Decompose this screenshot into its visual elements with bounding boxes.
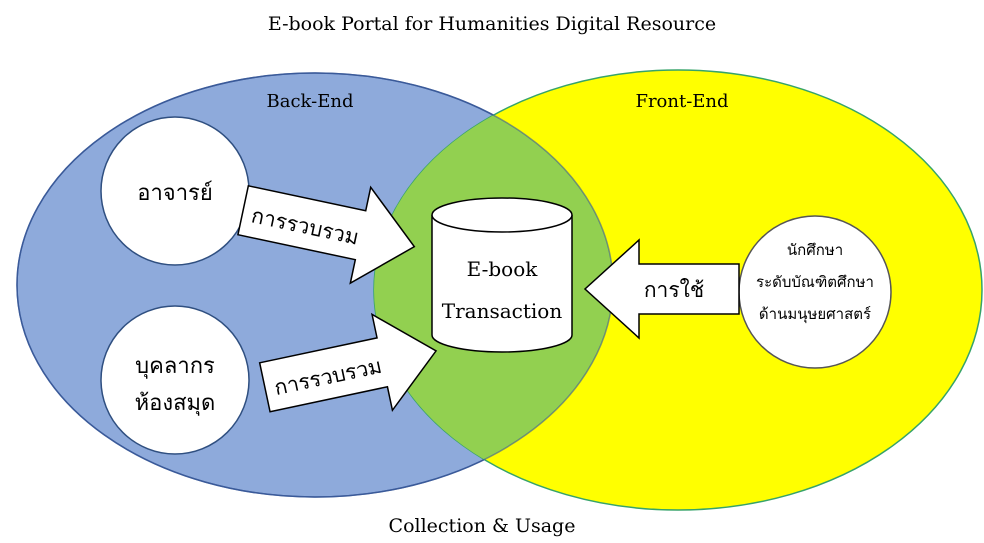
database-label-line1: E-book (467, 257, 539, 281)
professor-label: อาจารย์ (137, 181, 213, 206)
diagram-title: E-book Portal for Humanities Digital Res… (268, 13, 716, 35)
use-arrow: การใช้ (583, 238, 740, 340)
diagram-footer: Collection & Usage (389, 515, 576, 537)
use-arrow-label: การใช้ (644, 278, 704, 302)
library-staff-label-line2: ห้องสมุด (135, 391, 216, 416)
library-staff-label-line1: บุคลากร (135, 354, 215, 379)
student-label-line3: ด้านมนุษยศาสตร์ (759, 305, 871, 324)
overlap-region (374, 73, 613, 497)
student-label-line1: นักศึกษา (787, 241, 843, 259)
ebook-transaction-database: E-book Transaction (431, 197, 573, 353)
database-label-line2: Transaction (442, 299, 563, 323)
collect-arrow-top: การรวบรวม (237, 184, 416, 285)
library-staff-node (100, 305, 250, 455)
student-label-line2: ระดับบัณฑิตศึกษา (756, 273, 874, 291)
student-node (738, 215, 892, 369)
back-end-label: Back-End (267, 91, 354, 112)
front-end-label: Front-End (635, 91, 728, 112)
